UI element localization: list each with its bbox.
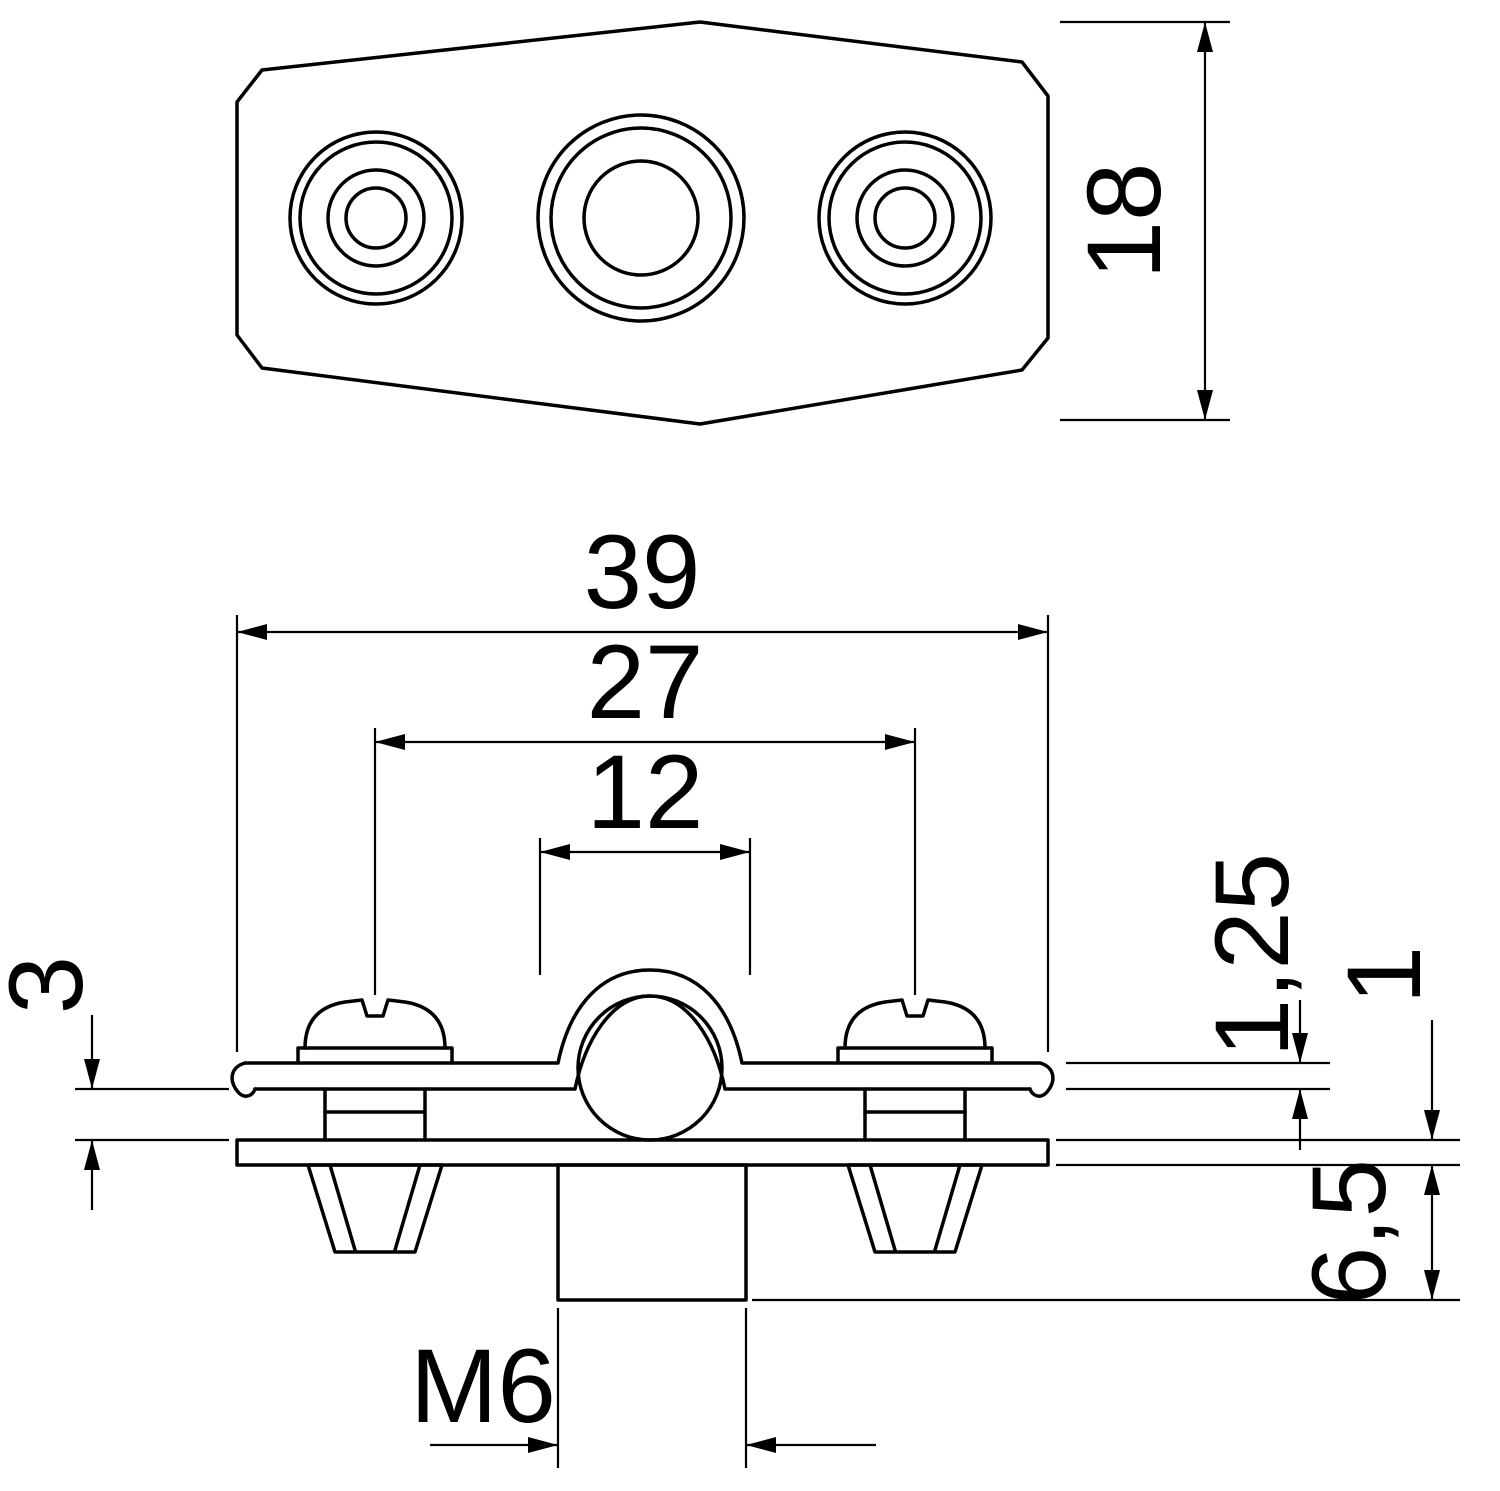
arrowhead <box>540 844 570 860</box>
arrowhead <box>528 1437 558 1453</box>
arrowhead <box>1197 22 1213 52</box>
threaded-stud <box>556 1163 748 1302</box>
arrowhead <box>1424 1110 1440 1140</box>
right-screw-head-side <box>843 998 987 1050</box>
left-collar-inner <box>328 1163 357 1252</box>
arrowhead <box>746 1437 776 1453</box>
clamp-band-bottom <box>253 994 1032 1091</box>
left-screw-flange <box>298 140 454 296</box>
arrowhead <box>375 734 405 750</box>
dim-overall-width-39: 39 <box>235 514 1050 1052</box>
dim-label-m6: M6 <box>410 1328 556 1445</box>
right-screw-recess <box>873 186 937 250</box>
right-screw-flange-side <box>836 1046 994 1065</box>
right-collar-inner <box>933 1163 962 1252</box>
front-view <box>230 968 1055 1302</box>
dim-clamp-gap-3: 3 <box>0 956 229 1210</box>
dim-label-39: 39 <box>584 514 701 631</box>
center-hole-collar <box>549 126 733 310</box>
arrowhead <box>237 624 267 640</box>
dim-label-65: 6,5 <box>1291 1159 1408 1305</box>
right-screw-head <box>855 168 955 268</box>
left-screw-head-side <box>303 998 447 1050</box>
dim-label-18: 18 <box>1066 163 1183 280</box>
left-collar-inner <box>393 1163 422 1252</box>
arrowhead <box>1197 390 1213 420</box>
dim-plate-thickness-1: 1 <box>1056 946 1460 1167</box>
dim-label-125: 1,25 <box>1194 853 1311 1057</box>
arrowhead <box>1292 1089 1308 1119</box>
arrowhead <box>720 844 750 860</box>
band-right-curl <box>1028 1061 1055 1098</box>
dim-band-thickness-125: 1,25 <box>1066 853 1330 1150</box>
left-screw-head <box>326 168 426 268</box>
base-plate <box>235 1138 1050 1167</box>
dim-clamp-diameter-12: 12 <box>538 734 752 975</box>
right-collar-inner <box>868 1163 897 1252</box>
cable-profile <box>576 994 724 1142</box>
arrowhead <box>84 1059 100 1089</box>
dim-label-12: 12 <box>587 734 704 851</box>
arrowhead <box>1424 1165 1440 1195</box>
arrowhead <box>1292 1033 1308 1063</box>
dim-plate-height-18: 18 <box>1060 20 1230 422</box>
dim-label-3: 3 <box>0 956 105 1014</box>
right-screw-outer <box>817 130 993 306</box>
arrowhead <box>84 1140 100 1170</box>
right-collar <box>846 1163 984 1254</box>
clamp-plate-outline <box>235 20 1050 426</box>
dim-stud-length-65: 6,5 <box>752 1159 1460 1305</box>
dim-thread-m6: M6 <box>410 1308 876 1468</box>
dim-label-27: 27 <box>587 624 704 741</box>
arrowhead <box>885 734 915 750</box>
left-collar <box>306 1163 444 1254</box>
band-left-curl <box>230 1061 257 1098</box>
arrowhead <box>1018 624 1048 640</box>
left-screw-flange-side <box>296 1046 454 1065</box>
right-screw-flange <box>827 140 983 296</box>
center-hole-bore <box>582 159 700 277</box>
left-screw-recess <box>344 186 408 250</box>
dim-screw-spacing-27: 27 <box>373 624 917 995</box>
left-screw-outer <box>288 130 464 306</box>
center-hole-outer <box>536 113 746 323</box>
top-view <box>235 20 1050 426</box>
clamp-band-top <box>243 968 1042 1065</box>
arrowhead <box>1424 1270 1440 1300</box>
dim-label-1: 1 <box>1326 946 1443 1004</box>
